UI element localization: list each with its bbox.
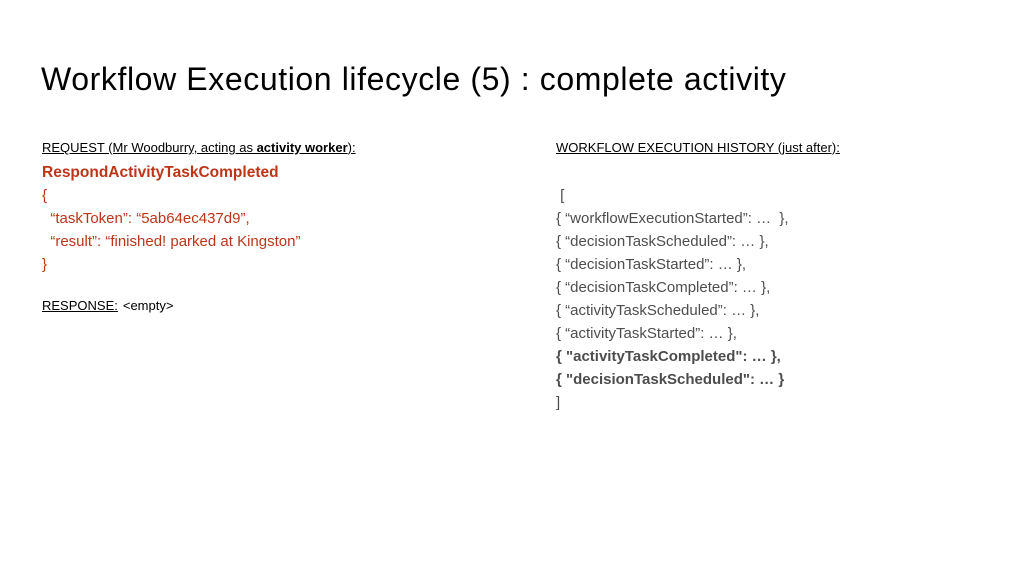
history-item: { “workflowExecutionStarted”: … }, <box>556 210 789 227</box>
response-line: RESPONSE: <empty> <box>42 296 522 316</box>
request-header-prefix: REQUEST (Mr Woodburry, acting as <box>42 140 257 155</box>
response-label: RESPONSE: <box>42 298 118 313</box>
history-close-bracket: ] <box>556 394 561 411</box>
request-header-suffix: ): <box>347 140 356 155</box>
history-item: { “decisionTaskCompleted”: … }, <box>556 279 771 296</box>
slide-title: Workflow Execution lifecycle (5) : compl… <box>41 61 787 97</box>
history-header: WORKFLOW EXECUTION HISTORY (just after): <box>556 140 840 155</box>
code-line: “result”: “finished! parked at Kingston” <box>42 233 301 250</box>
history-item: { "decisionTaskScheduled": … } <box>556 371 785 388</box>
request-header: REQUEST (Mr Woodburry, acting as activit… <box>42 138 522 158</box>
response-value: <empty> <box>122 298 174 313</box>
api-method-name: RespondActivityTaskCompleted <box>42 164 279 181</box>
history-item: { “decisionTaskStarted”: … }, <box>556 256 747 273</box>
history-panel: WORKFLOW EXECUTION HISTORY (just after):… <box>556 138 996 414</box>
request-header-role: activity worker <box>256 140 348 155</box>
request-header-text: REQUEST (Mr Woodburry, acting as activit… <box>42 140 356 155</box>
history-item: { “activityTaskStarted”: … }, <box>556 325 737 342</box>
code-line: } <box>42 256 48 273</box>
request-code-block: { “taskToken”: “5ab64ec437d9”, “result”:… <box>42 184 522 276</box>
code-line: { <box>42 187 48 204</box>
history-item: { "activityTaskCompleted": … }, <box>556 348 781 365</box>
history-item: { “activityTaskScheduled”: … }, <box>556 302 760 319</box>
request-panel: REQUEST (Mr Woodburry, acting as activit… <box>42 138 522 316</box>
code-line: “taskToken”: “5ab64ec437d9”, <box>42 210 250 227</box>
history-list: [ { “workflowExecutionStarted”: … }, { “d… <box>556 184 996 414</box>
history-open-bracket: [ <box>556 187 565 204</box>
history-item: { “decisionTaskScheduled”: … }, <box>556 233 769 250</box>
